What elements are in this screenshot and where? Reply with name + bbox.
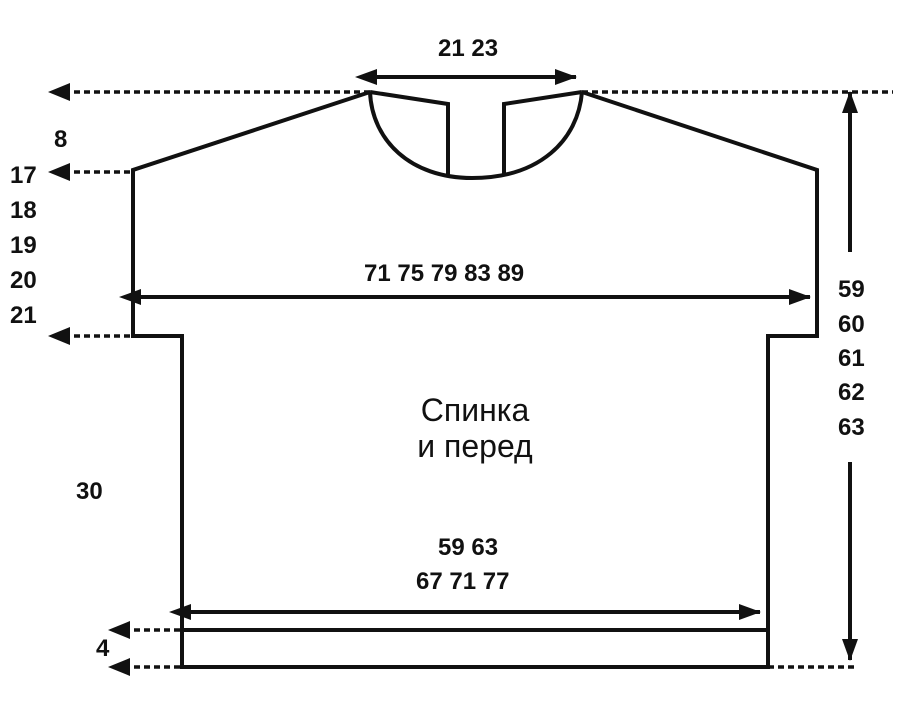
shoulder-drop-label: 8: [54, 126, 68, 153]
neck-placket-left: [369, 90, 450, 176]
arrowhead-left-shoulder: [48, 163, 70, 181]
hem-width-label-line1: 59 63: [438, 534, 499, 561]
total-length-label-3: 61: [838, 345, 865, 372]
neck-placket-right: [502, 90, 583, 176]
total-length-label-2: 60: [838, 311, 865, 338]
caption-line1: Спинка: [420, 392, 530, 428]
armhole-depth-label-3: 19: [10, 232, 37, 259]
caption-line2: и перед: [417, 428, 533, 464]
body-outline: [131, 90, 819, 669]
hem-width-label-line2: 67 71 77: [416, 568, 510, 595]
armhole-depth-label-1: 17: [10, 162, 37, 189]
arrowhead-left-armhole: [48, 327, 70, 345]
body-length-label: 30: [76, 478, 103, 505]
arrowhead-left-hem: [108, 658, 130, 676]
total-length-label-5: 63: [838, 414, 865, 441]
armhole-depth-label-5: 21: [10, 302, 37, 329]
rib-height-label: 4: [96, 635, 110, 662]
armhole-depth-label-2: 18: [10, 197, 37, 224]
arrowhead-left-rib: [108, 621, 130, 639]
neckline-curve: [368, 91, 584, 181]
total-length-label-4: 62: [838, 379, 865, 406]
arrowhead-left-top: [48, 83, 70, 101]
armhole-depth-label-4: 20: [10, 267, 37, 294]
neck-width-label: 21 23: [438, 35, 499, 62]
total-length-label-1: 59: [838, 276, 865, 303]
chest-width-label: 71 75 79 83 89: [364, 260, 525, 287]
